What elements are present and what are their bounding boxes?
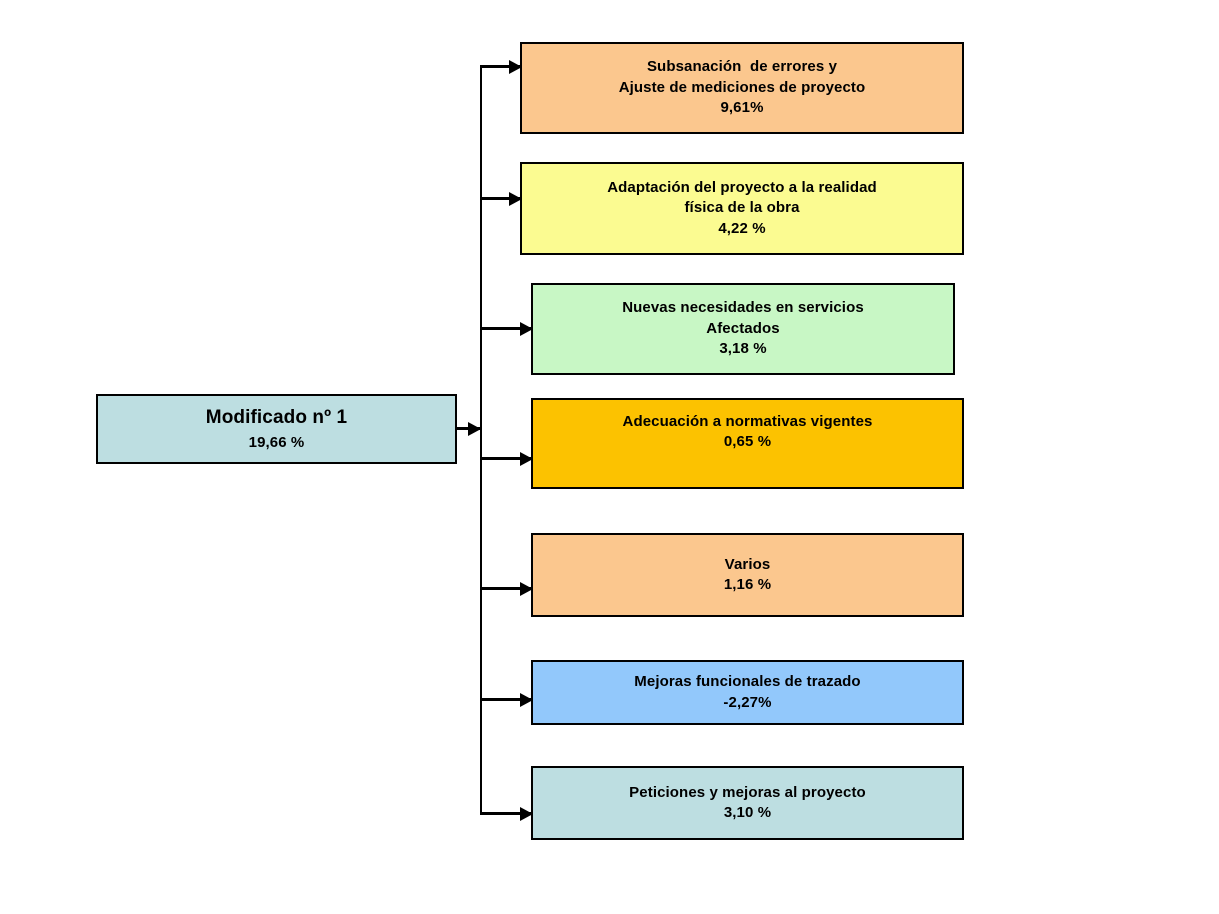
arrowhead-branch-3 xyxy=(520,322,533,336)
node-adaptacion-proyecto-value: 4,22 % xyxy=(718,219,766,237)
arrowhead-branch-7 xyxy=(520,807,533,821)
node-modificado-1[interactable]: Modificado nº 1 19,66 % xyxy=(96,394,457,464)
connector-branch-1 xyxy=(480,65,523,68)
node-mejoras-funcionales-trazado-value: -2,27% xyxy=(723,693,772,711)
node-subsanacion-errores-line2: Ajuste de mediciones de proyecto xyxy=(618,78,866,96)
node-subsanacion-errores-line1: Subsanación de errores y xyxy=(646,58,838,76)
node-varios-line1: Varios xyxy=(724,555,771,573)
node-mejoras-funcionales-trazado-line1: Mejoras funcionales de trazado xyxy=(634,673,861,691)
connector-branch-6 xyxy=(480,698,534,701)
node-nuevas-necesidades-servicios-value: 3,18 % xyxy=(719,340,767,358)
node-nuevas-necesidades-servicios-line1: Nuevas necesidades en servicios xyxy=(622,299,864,317)
arrowhead-branch-4 xyxy=(520,452,533,466)
node-mejoras-funcionales-trazado[interactable]: Mejoras funcionales de trazado -2,27% xyxy=(531,660,964,725)
node-nuevas-necesidades-servicios-line2: Afectados xyxy=(706,319,780,337)
arrowhead-branch-1 xyxy=(509,60,522,74)
connector-branch-5 xyxy=(480,587,534,590)
node-subsanacion-errores[interactable]: Subsanación de errores y Ajuste de medic… xyxy=(520,42,964,134)
node-peticiones-mejoras-proyecto[interactable]: Peticiones y mejoras al proyecto 3,10 % xyxy=(531,766,964,840)
arrowhead-root-stub xyxy=(468,422,481,436)
node-adecuacion-normativas-line1: Adecuación a normativas vigentes xyxy=(622,413,873,430)
node-adecuacion-normativas-value: 0,65 % xyxy=(723,433,772,451)
node-adaptacion-proyecto[interactable]: Adaptación del proyecto a la realidad fí… xyxy=(520,162,964,255)
connector-branch-4 xyxy=(480,457,534,460)
connector-branch-7 xyxy=(480,812,534,815)
node-subsanacion-errores-value: 9,61% xyxy=(720,99,764,117)
node-varios[interactable]: Varios 1,16 % xyxy=(531,533,964,617)
arrowhead-branch-5 xyxy=(520,582,533,596)
node-varios-value: 1,16 % xyxy=(723,576,772,593)
connector-branch-2 xyxy=(480,197,523,200)
node-peticiones-mejoras-proyecto-line1: Peticiones y mejoras al proyecto xyxy=(629,783,866,801)
node-modificado-1-label: Modificado nº 1 xyxy=(205,406,348,428)
arrowhead-branch-6 xyxy=(520,693,533,707)
node-peticiones-mejoras-proyecto-value: 3,10 % xyxy=(723,804,772,821)
arrowhead-branch-2 xyxy=(509,192,522,206)
node-nuevas-necesidades-servicios[interactable]: Nuevas necesidades en servicios Afectado… xyxy=(531,283,955,375)
node-modificado-1-value: 19,66 % xyxy=(248,433,305,451)
node-adaptacion-proyecto-line2: física de la obra xyxy=(684,199,800,217)
node-adecuacion-normativas[interactable]: Adecuación a normativas vigentes 0,65 % xyxy=(531,398,964,489)
connector-trunk xyxy=(480,66,482,815)
node-adaptacion-proyecto-line1: Adaptación del proyecto a la realidad xyxy=(607,178,877,196)
connector-branch-3 xyxy=(480,327,534,330)
